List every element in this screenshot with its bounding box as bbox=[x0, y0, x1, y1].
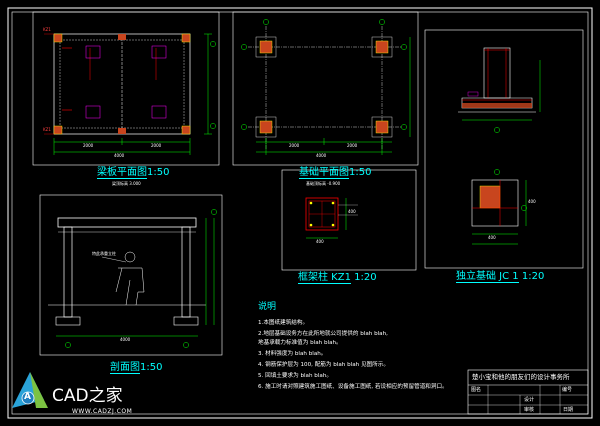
field-no-label: 编号 bbox=[562, 387, 573, 393]
note-item: 1.本图纸建筑结构。 bbox=[258, 320, 309, 326]
note-item: 3. 材料强度为 blah blah。 bbox=[258, 351, 327, 357]
foundation-plan-dim-a: 2000 bbox=[289, 143, 300, 148]
note-item: 4. 钢筋保护层为 100, 配筋为 blah blah 见图所示。 bbox=[258, 362, 389, 368]
section-tag: 特此承重立柱 bbox=[92, 251, 116, 256]
field-drawing-label: 图名 bbox=[471, 387, 482, 393]
section-caption: 剖面图1:50 bbox=[110, 362, 163, 374]
footing-caption: 独立基础 JC 1 1:20 bbox=[456, 271, 545, 283]
notes-list: 1.本图纸建筑结构。 2.地层基础设务方在此所地就公司提供的 blah blah… bbox=[258, 318, 463, 390]
note-item: 地基承载力标准值为 blah blah。 bbox=[258, 340, 342, 346]
column-detail-drawing bbox=[281, 169, 417, 271]
foundation-plan-drawing bbox=[232, 11, 419, 166]
watermark-brand: CAD之家 bbox=[52, 386, 123, 406]
beam-plan-axis-a: KZ1 bbox=[43, 27, 51, 32]
note-item: 6. 施工时请对照建筑施工图纸、设备施工图纸, 若设相应的预留管道和洞口。 bbox=[258, 384, 448, 390]
title-block-grid bbox=[467, 369, 589, 415]
footing-dim-b: 400 bbox=[528, 199, 536, 204]
section-dim-total: 4000 bbox=[120, 337, 131, 342]
outer-frame bbox=[7, 7, 593, 419]
column-dim-a: 400 bbox=[316, 239, 324, 244]
field-check-label: 审核 bbox=[524, 407, 535, 413]
foundation-plan-dim-total: 4000 bbox=[316, 153, 327, 158]
column-caption: 框架柱 KZ1 1:20 bbox=[298, 272, 377, 284]
foundation-plan-elev-note: 基础顶标高 -0.900 bbox=[306, 181, 341, 186]
note-item: 5. 回填土要求为 blah blah。 bbox=[258, 373, 332, 379]
field-design-label: 设计 bbox=[524, 397, 535, 403]
company-name: 楚小宝和他的朋友们的设计事务所 bbox=[472, 373, 570, 381]
cad-logo-icon bbox=[12, 372, 48, 408]
watermark-url: WWW.CADZJ.COM bbox=[72, 408, 133, 415]
beam-plan-elev-note: 梁顶标高 3.000 bbox=[112, 181, 141, 186]
beam-plan-axis-b: KZ1 bbox=[43, 127, 51, 132]
beam-plan-drawing bbox=[32, 11, 220, 166]
foundation-plan-dim-b: 2000 bbox=[347, 143, 358, 148]
note-item: 2.地层基础设务方在此所地就公司提供的 blah blah, bbox=[258, 331, 388, 337]
beam-plan-dim-a: 2000 bbox=[83, 143, 94, 148]
field-date-label: 日期 bbox=[563, 407, 574, 413]
footing-dim-a: 400 bbox=[488, 235, 496, 240]
foundation-plan-caption: 基础平面图1:50 bbox=[299, 167, 372, 179]
column-dim-b: 400 bbox=[348, 209, 356, 214]
beam-plan-dim-b: 2000 bbox=[151, 143, 162, 148]
section-drawing bbox=[39, 194, 223, 356]
beam-plan-caption: 梁板平面图1:50 bbox=[97, 167, 170, 179]
logo-letter: A bbox=[24, 392, 31, 402]
footing-detail-drawing bbox=[424, 29, 584, 269]
beam-plan-dim-total: 4000 bbox=[114, 153, 125, 158]
notes-title: 说明 bbox=[258, 302, 277, 312]
